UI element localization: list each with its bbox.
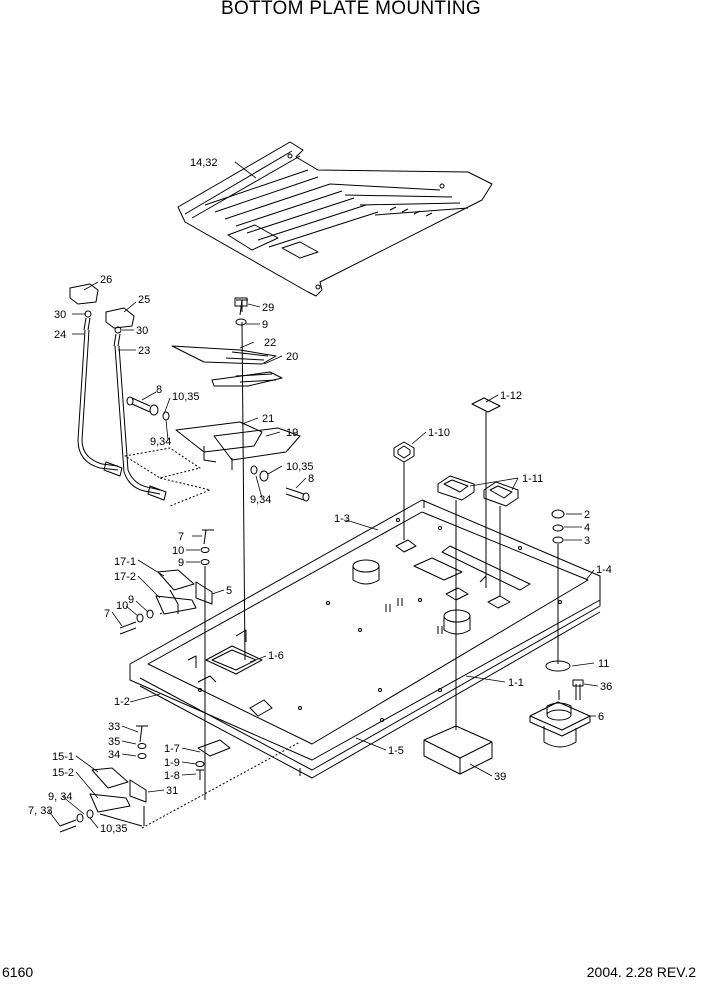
callout-label: 9, 34 <box>48 791 72 803</box>
callout-label: 1-10 <box>428 427 450 439</box>
callout-label: 35 <box>108 736 120 748</box>
latch-bracket <box>195 739 231 780</box>
callout-label: 8 <box>156 384 162 396</box>
callout-label: 11 <box>598 658 609 670</box>
callout-label: 1-2 <box>114 696 130 708</box>
callout-label: 4 <box>584 522 590 534</box>
callout-label: 10,35 <box>172 391 200 403</box>
callout-label: 7 <box>178 531 184 543</box>
bottom-plate-frame <box>129 499 601 779</box>
callout-label: 14,32 <box>190 157 218 169</box>
revision-date: 2004. 2.28 REV.2 <box>586 964 696 980</box>
callout-label: 36 <box>600 681 612 693</box>
callout-label: 39 <box>494 771 506 783</box>
page-title: BOTTOM PLATE MOUNTING <box>221 0 481 19</box>
callout-label: 33 <box>108 721 120 733</box>
callout-label: 7 <box>104 608 110 620</box>
callout-label: 9,34 <box>150 436 171 448</box>
callout-label: 17-2 <box>114 571 136 583</box>
pedal-plates <box>171 297 301 661</box>
cushion-block <box>423 725 493 775</box>
callout-label: 24 <box>54 329 66 341</box>
callout-label: 7, 33 <box>28 805 52 817</box>
callout-label: 25 <box>138 294 150 306</box>
floor-mat-part <box>177 141 493 297</box>
callout-label: 26 <box>100 274 112 286</box>
callout-label: 19 <box>286 427 298 439</box>
callout-label: 29 <box>262 302 274 314</box>
callout-label: 3 <box>584 535 590 547</box>
callout-label: 1-11 <box>522 473 543 485</box>
callout-label: 1-3 <box>334 513 350 525</box>
callout-label: 6 <box>598 711 604 723</box>
callout-label: 1-1 <box>508 677 524 689</box>
callout-label: 1-12 <box>500 390 522 402</box>
callout-label: 9 <box>178 557 184 569</box>
upper-foot-pedal <box>119 529 214 800</box>
callout-label: 9 <box>128 594 134 606</box>
damper-assembly <box>529 509 591 748</box>
lever-grips <box>69 283 211 507</box>
callout-label: 9 <box>262 319 268 331</box>
callout-label: 15-1 <box>52 751 74 763</box>
callout-labels: 14,32 26 25 30 30 24 23 29 9 22 20 8 10,… <box>28 157 612 835</box>
callout-label: 30 <box>54 309 66 321</box>
page-number: 6160 <box>2 964 34 980</box>
callout-label: 21 <box>262 413 274 425</box>
callout-label: 1-6 <box>268 650 284 662</box>
leader-lines <box>47 161 599 829</box>
callout-label: 1-5 <box>388 745 404 757</box>
callout-label: 2 <box>584 509 590 521</box>
callout-label: 31 <box>166 785 178 797</box>
callout-label: 17-1 <box>114 556 136 568</box>
callout-label: 1-4 <box>596 564 612 576</box>
callout-label: 5 <box>226 585 232 597</box>
callout-label: 1-8 <box>164 770 180 782</box>
callout-label: 15-2 <box>52 767 74 779</box>
gaskets <box>393 397 519 730</box>
callout-label: 20 <box>286 351 298 363</box>
callout-label: 23 <box>138 345 150 357</box>
callout-label: 10 <box>172 545 184 557</box>
lower-foot-pedal <box>59 725 301 833</box>
callout-label: 30 <box>136 325 148 337</box>
callout-label: 22 <box>264 337 276 349</box>
callout-label: 1-9 <box>164 757 180 769</box>
callout-label: 8 <box>308 473 314 485</box>
callout-label: 10,35 <box>286 461 314 473</box>
callout-label: 10,35 <box>100 823 128 835</box>
callout-label: 1-7 <box>164 743 180 755</box>
callout-label: 9,34 <box>250 494 271 506</box>
callout-label: 10 <box>116 600 128 612</box>
upper-bolts <box>126 396 310 502</box>
callout-label: 34 <box>108 749 120 761</box>
